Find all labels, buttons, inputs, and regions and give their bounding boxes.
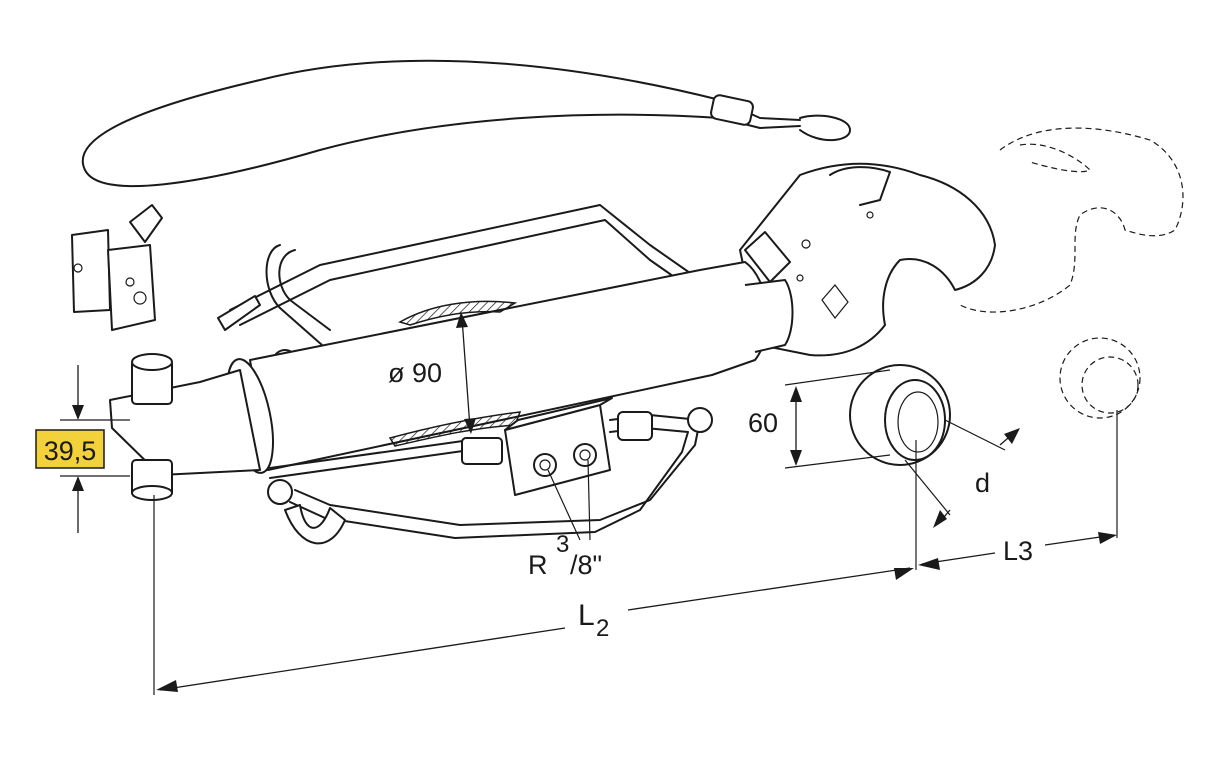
- bore-diameter-label: ø 90: [388, 358, 442, 388]
- coupling-hook: [739, 162, 996, 357]
- length-l3-label: L3: [1003, 536, 1033, 566]
- length-l2-label: L: [578, 599, 595, 632]
- ball-diameter-label: d: [975, 468, 990, 498]
- hook-ghost-outline: [959, 127, 1184, 419]
- length-l2-subscript: 2: [596, 615, 609, 642]
- ball-height-label: 60: [748, 408, 778, 438]
- front-eye-and-pin: [109, 353, 261, 501]
- pin-height-highlight: [35, 429, 105, 469]
- valve-block: [267, 397, 713, 545]
- hydraulic-cylinder: [226, 261, 794, 474]
- port-thread-denominator: /8": [570, 550, 602, 580]
- coupling-ball: [849, 364, 951, 466]
- spring-clip: [71, 204, 163, 331]
- port-thread-prefix: R: [528, 550, 548, 580]
- lanyard-cable: [81, 59, 851, 188]
- port-thread-numerator: 3: [556, 531, 569, 558]
- pin-height-label: 39,5: [44, 436, 97, 466]
- dimension-lines: [60, 312, 1118, 695]
